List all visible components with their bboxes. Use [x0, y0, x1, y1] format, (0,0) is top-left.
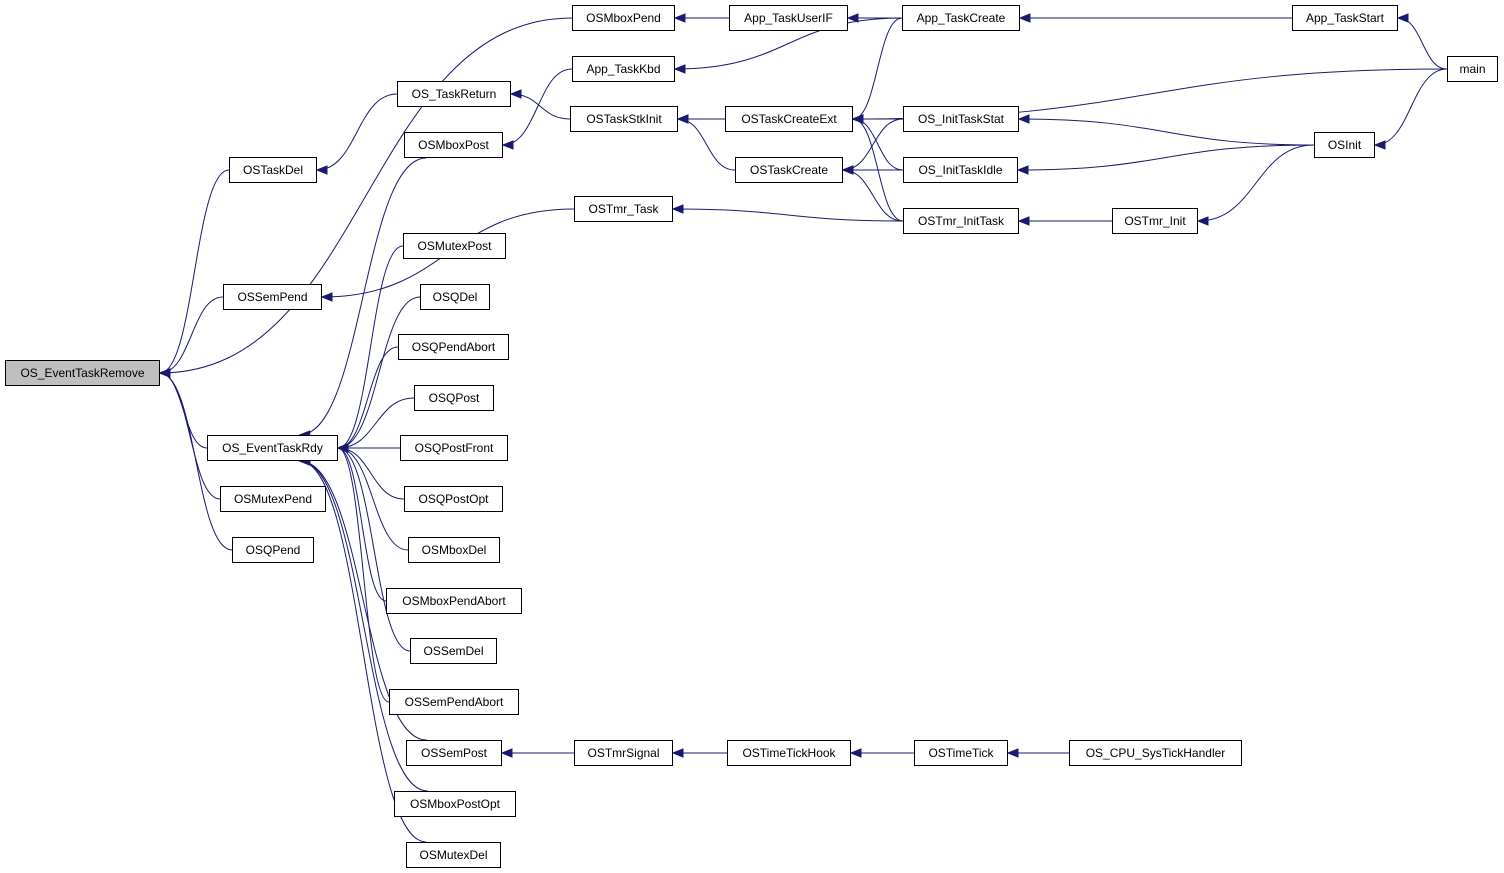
node-osmboxpend[interactable]: OSMboxPend [572, 5, 675, 31]
node-os-eventtaskrdy[interactable]: OS_EventTaskRdy [207, 435, 338, 461]
node-ostaskstkinit[interactable]: OSTaskStkInit [570, 106, 678, 132]
node-ostaskcreateext[interactable]: OSTaskCreateExt [725, 106, 853, 132]
edge-osmboxdel-to-os-eventtaskrdy [337, 447, 409, 551]
arrowhead-app-taskkbd-to-osmboxpost [501, 140, 514, 150]
edge-osqdel-to-os-eventtaskrdy [337, 296, 421, 449]
edge-os-taskreturn-to-ostaskdel [316, 93, 398, 171]
arrowhead-os-cpu-systickhandler-to-ostimetick [1006, 748, 1019, 758]
edge-ossempost-to-os-eventtaskrdy [299, 460, 427, 741]
edge-ostaskdel-to-os-eventtaskremove [159, 169, 230, 374]
node-osmutexdel[interactable]: OSMutexDel [406, 842, 501, 868]
arrowhead-osinit-to-os-inittaskstat [1017, 114, 1030, 124]
node-ossemdel[interactable]: OSSemDel [410, 638, 497, 664]
edge-osqpend-to-os-eventtaskremove [159, 372, 233, 551]
node-os-eventtaskremove[interactable]: OS_EventTaskRemove [5, 360, 160, 386]
arrowhead-osqpend-to-os-eventtaskremove [158, 368, 171, 378]
edge-ossemdel-to-os-eventtaskrdy [337, 447, 411, 652]
node-app-taskcreate[interactable]: App_TaskCreate [902, 5, 1020, 31]
node-osmutexpost[interactable]: OSMutexPost [403, 233, 506, 259]
node-app-taskstart[interactable]: App_TaskStart [1292, 5, 1398, 31]
node-ossempendabort[interactable]: OSSemPendAbort [389, 689, 519, 715]
node-osmboxpendabort[interactable]: OSMboxPendAbort [386, 588, 522, 614]
edge-osinit-to-os-inittaskstat [1018, 118, 1315, 146]
node-osinit[interactable]: OSInit [1314, 132, 1375, 158]
arrowhead-app-taskcreate-to-app-taskkbd [673, 64, 686, 74]
edge-ossempendabort-to-os-eventtaskrdy [337, 447, 390, 703]
node-ostmrsignal[interactable]: OSTmrSignal [574, 740, 673, 766]
arrowhead-ossempendabort-to-os-eventtaskrdy [336, 443, 349, 453]
edge-osinit-to-os-inittaskidle [1017, 144, 1315, 171]
node-ossempost[interactable]: OSSemPost [406, 740, 502, 766]
arrowhead-ostmr-init-to-ostmr-inittask [1017, 216, 1030, 226]
node-osqpendabort[interactable]: OSQPendAbort [398, 334, 509, 360]
edge-osmutexpost-to-os-eventtaskrdy [337, 245, 404, 449]
arrowhead-ostimetick-to-ostimetickhook [849, 748, 862, 758]
arrowhead-osinit-to-os-inittaskidle [1016, 165, 1029, 175]
node-osqpostfront[interactable]: OSQPostFront [400, 435, 508, 461]
arrowhead-ostaskcreate-to-ostaskstkinit [676, 114, 689, 124]
arrowhead-ostaskstkinit-to-os-taskreturn [509, 89, 522, 99]
node-app-taskuserif[interactable]: App_TaskUserIF [729, 5, 848, 31]
edge-osmboxpost-to-os-eventtaskrdy [299, 157, 427, 436]
node-osqpend[interactable]: OSQPend [232, 537, 314, 563]
node-os-inittaskidle[interactable]: OS_InitTaskIdle [903, 157, 1018, 183]
node-os-inittaskstat[interactable]: OS_InitTaskStat [903, 106, 1019, 132]
node-ossempend[interactable]: OSSemPend [223, 284, 322, 310]
edge-osmutexdel-to-os-eventtaskrdy [299, 460, 427, 843]
node-ostaskdel[interactable]: OSTaskDel [229, 157, 317, 183]
node-osmboxpostopt[interactable]: OSMboxPostOpt [394, 791, 516, 817]
node-ostmr-inittask[interactable]: OSTmr_InitTask [903, 208, 1019, 234]
arrowhead-main-to-app-taskstart [1396, 13, 1409, 23]
arrowhead-app-taskuserif-to-osmboxpend [673, 13, 686, 23]
arrowhead-ostmr-inittask-to-ostaskcreateext [851, 114, 864, 124]
node-osqpostopt[interactable]: OSQPostOpt [404, 486, 503, 512]
edge-main-to-osinit [1374, 68, 1448, 146]
node-ostimetick[interactable]: OSTimeTick [914, 740, 1008, 766]
arrowhead-ostmrsignal-to-ossempost [500, 748, 513, 758]
arrowhead-app-taskstart-to-app-taskcreate [1018, 13, 1031, 23]
node-os-cpu-systickhandler[interactable]: OS_CPU_SysTickHandler [1069, 740, 1242, 766]
arrowhead-osinit-to-ostmr-init [1196, 216, 1209, 226]
node-ostmr-task[interactable]: OSTmr_Task [574, 196, 673, 222]
node-osmutexpend[interactable]: OSMutexPend [220, 486, 326, 512]
arrowhead-ostmr-inittask-to-ostmr-task [671, 204, 684, 214]
node-osmboxdel[interactable]: OSMboxDel [408, 537, 500, 563]
node-app-taskkbd[interactable]: App_TaskKbd [572, 56, 675, 82]
edge-osqpost-to-os-eventtaskrdy [337, 397, 415, 449]
node-os-taskreturn[interactable]: OS_TaskReturn [397, 81, 511, 107]
edge-osmboxpendabort-to-os-eventtaskrdy [337, 447, 387, 602]
arrowhead-ostmr-inittask-to-ostaskcreate [841, 165, 854, 175]
node-ostimetickhook[interactable]: OSTimeTickHook [727, 740, 851, 766]
node-osmboxpost[interactable]: OSMboxPost [404, 132, 503, 158]
edge-app-taskkbd-to-osmboxpost [502, 68, 573, 146]
arrowhead-ostmr-task-to-ossempend [320, 292, 333, 302]
arrowhead-ostimetickhook-to-ostmrsignal [671, 748, 684, 758]
arrowhead-main-to-osinit [1373, 140, 1386, 150]
edge-app-taskcreate-to-app-taskkbd [674, 17, 903, 70]
node-ostaskcreate[interactable]: OSTaskCreate [735, 157, 843, 183]
edge-osmboxpostopt-to-os-eventtaskrdy [299, 460, 428, 792]
node-ostmr-init[interactable]: OSTmr_Init [1112, 208, 1198, 234]
edge-ostmr-inittask-to-ostmr-task [672, 208, 904, 222]
edge-app-taskcreate-to-ostaskcreateext [852, 17, 903, 120]
edge-osmboxpend-to-os-eventtaskremove [159, 17, 573, 374]
node-osqdel[interactable]: OSQDel [420, 284, 490, 310]
node-main[interactable]: main [1447, 56, 1498, 82]
node-osqpost[interactable]: OSQPost [414, 385, 494, 411]
arrowhead-app-taskcreate-to-app-taskuserif [846, 13, 859, 23]
edge-osinit-to-ostmr-init [1197, 144, 1315, 222]
arrowhead-os-taskreturn-to-ostaskdel [315, 165, 328, 175]
